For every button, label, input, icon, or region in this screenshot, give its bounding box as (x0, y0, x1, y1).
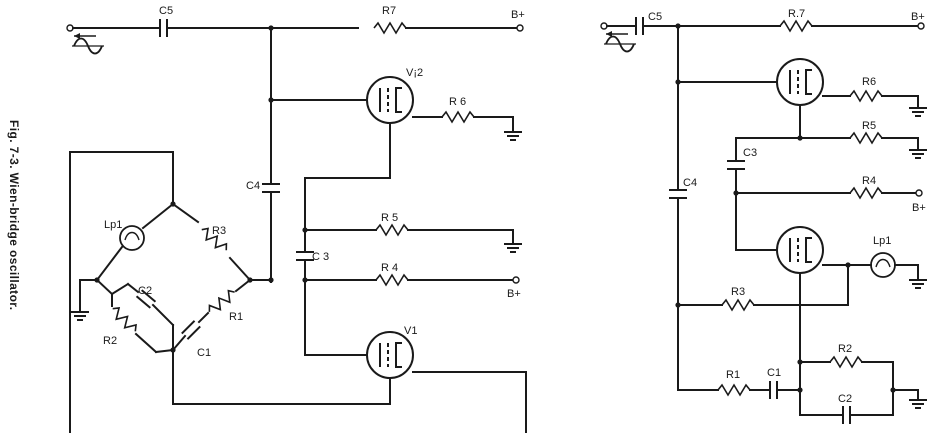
bplus-top-label: B+ (911, 11, 925, 23)
r7-label: R7 (382, 5, 396, 17)
r6-label: R6 (862, 76, 876, 88)
tube-icon (776, 226, 824, 274)
v1-tube-icon (366, 331, 414, 379)
lp1-label: Lp1 (873, 235, 891, 247)
lamp-lp1-icon (119, 225, 145, 251)
r1-resistor (717, 384, 751, 396)
r7-resistor (779, 20, 813, 32)
ground-icon (70, 311, 90, 321)
ground-icon (908, 399, 928, 409)
r4-label: R 4 (381, 262, 398, 274)
r6-label: R 6 (449, 96, 466, 108)
ground-icon (908, 107, 928, 117)
signal-source-icon (603, 30, 637, 53)
c1-label: C1 (197, 347, 211, 359)
c1-label: C1 (767, 367, 781, 379)
tube-icon (776, 58, 824, 106)
figure-caption: Fig. 7-3. Wien-bridge oscillator. (7, 120, 21, 310)
c5-label: C5 (648, 11, 662, 23)
r4-resistor (849, 187, 883, 199)
bplus-mid-label: B+ (912, 202, 926, 214)
r5-resistor (849, 132, 883, 144)
c4-label: C4 (683, 177, 697, 189)
signal-source-icon (71, 32, 105, 55)
c3-label: C3 (743, 147, 757, 159)
v2-tube-icon (366, 76, 414, 124)
r7-resistor (373, 22, 407, 34)
r6-resistor (849, 90, 883, 102)
c5-label: C5 (159, 5, 173, 17)
r7-label: R.7 (788, 8, 805, 20)
r2-resistor (108, 304, 140, 336)
r5-resistor (375, 224, 409, 236)
r5-label: R5 (862, 120, 876, 132)
right-wien-bridge-circuit: C5 R.7 B+ C4 R6 R5 C3 (600, 8, 928, 424)
r4-label: R4 (862, 175, 876, 187)
r2-label: R2 (103, 335, 117, 347)
r1-label: R1 (726, 369, 740, 381)
r4-resistor (375, 274, 409, 286)
c4-label: C4 (246, 180, 260, 192)
ground-icon (503, 131, 523, 141)
lamp-lp1-icon (870, 252, 896, 278)
left-wien-bridge-circuit: C5 R7 B+ C4 V¡2 R 6 C 3 (66, 5, 527, 433)
r3-label: R3 (731, 286, 745, 298)
r6-resistor (441, 111, 475, 123)
bplus-top-label: B+ (511, 9, 525, 21)
c2-label: C2 (138, 285, 152, 297)
c2-label: C2 (838, 393, 852, 405)
lp1-label: Lp1 (104, 219, 122, 231)
ground-icon (908, 279, 928, 289)
r5-label: R 5 (381, 212, 398, 224)
ground-icon (503, 243, 523, 253)
v2-label: V¡2 (406, 67, 423, 79)
c3-label: C 3 (312, 251, 329, 263)
ground-icon (908, 149, 928, 159)
r1-label: R1 (229, 311, 243, 323)
v1-label: V1 (404, 325, 417, 337)
r3-resistor (721, 299, 755, 311)
r2-resistor (829, 356, 863, 368)
r3-label: R3 (212, 225, 226, 237)
r2-label: R2 (838, 343, 852, 355)
bplus-mid-label: B+ (507, 288, 521, 300)
